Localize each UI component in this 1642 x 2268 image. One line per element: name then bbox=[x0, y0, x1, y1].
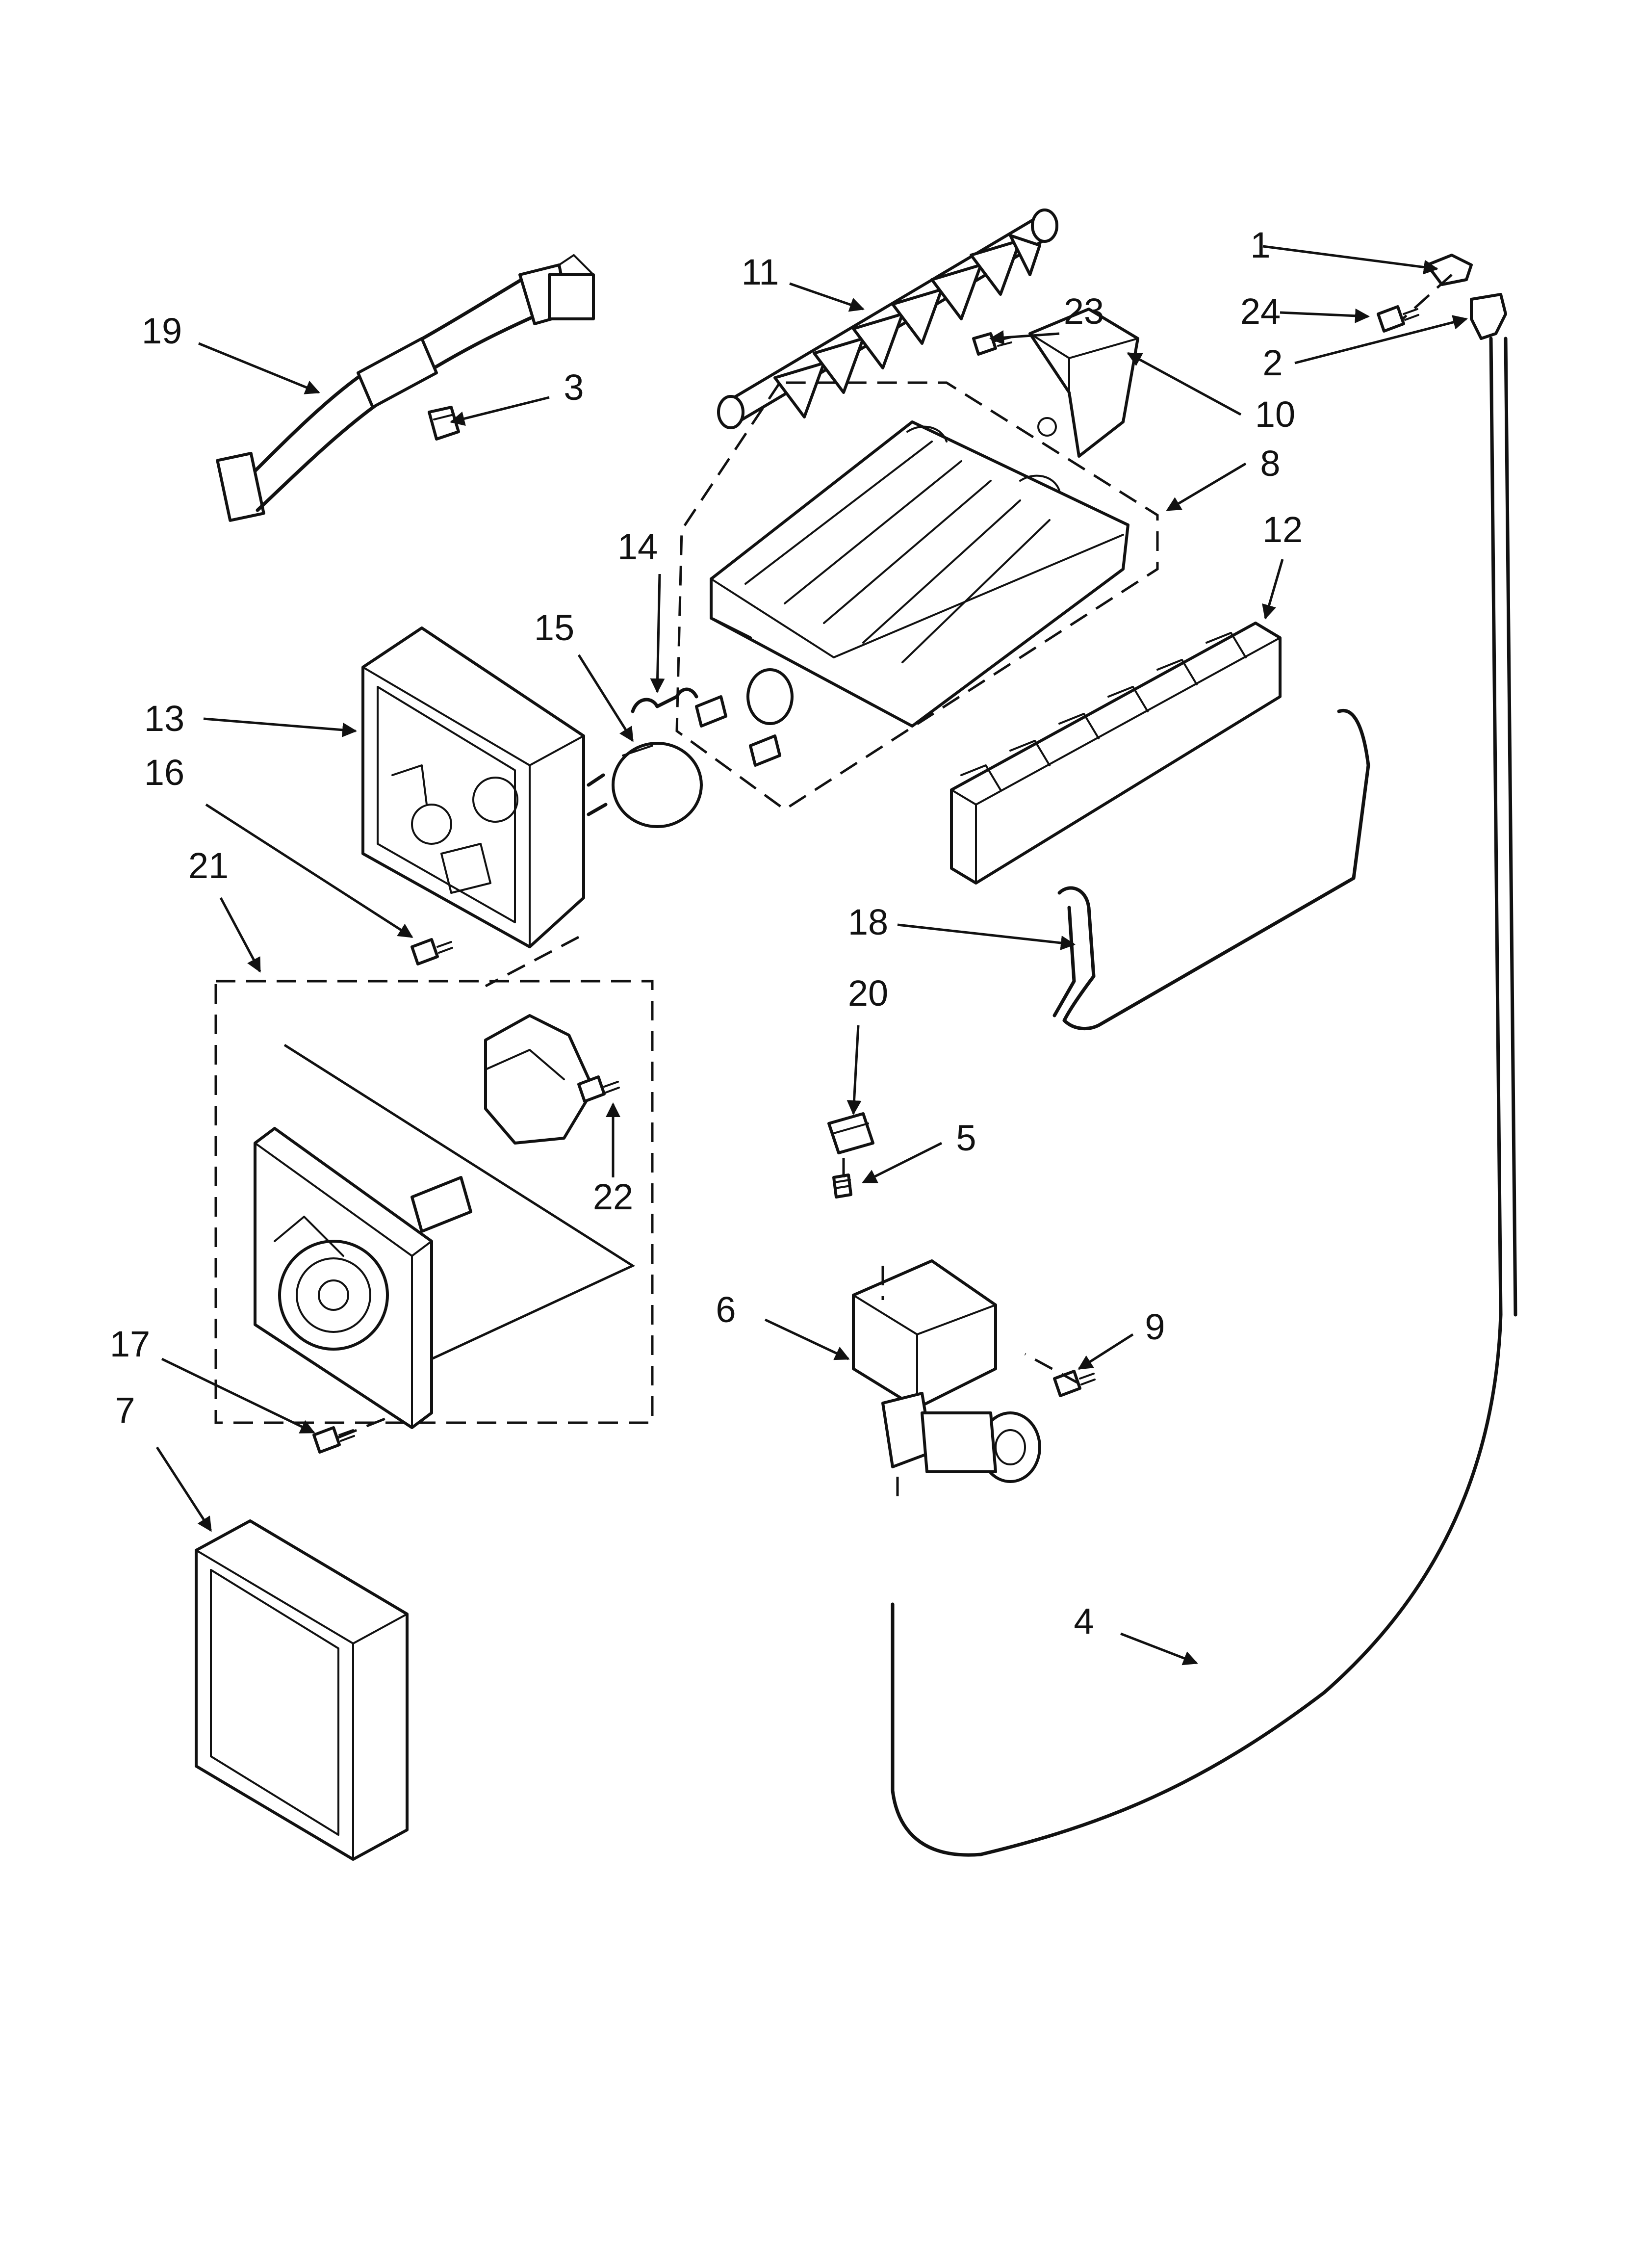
callout-16: 16 bbox=[144, 752, 184, 793]
callout-18: 18 bbox=[848, 902, 888, 942]
clamp-part bbox=[827, 1112, 874, 1154]
callout-6: 6 bbox=[716, 1289, 736, 1330]
harness-clip-part bbox=[428, 406, 460, 441]
callout-19: 19 bbox=[142, 311, 182, 351]
shutoff-arm-part bbox=[1052, 709, 1370, 1031]
valve-bracket-screw-part bbox=[1053, 1370, 1096, 1397]
callout-13: 13 bbox=[144, 698, 184, 739]
callout-21: 21 bbox=[188, 845, 229, 886]
callout-3: 3 bbox=[564, 367, 584, 408]
housing-screw-part bbox=[410, 938, 453, 965]
callout-leaders bbox=[155, 245, 1468, 1666]
callout-10: 10 bbox=[1255, 394, 1295, 435]
thermostat-part bbox=[587, 742, 703, 828]
callout-7: 7 bbox=[115, 1390, 135, 1431]
module-motor-assembly-part bbox=[214, 980, 654, 1429]
module-housing-part bbox=[361, 626, 585, 948]
callout-4: 4 bbox=[1074, 1601, 1094, 1642]
callout-20: 20 bbox=[848, 973, 888, 1014]
valve-screw-part bbox=[832, 1173, 852, 1199]
tube-screw-part bbox=[1377, 305, 1419, 333]
fill-tube-part bbox=[891, 337, 1517, 1857]
ejector-arm-part bbox=[717, 209, 1058, 429]
callout-22: 22 bbox=[593, 1176, 633, 1217]
callout-labels: 1 24 2 3 4 5 6 7 8 9 10 11 12 13 14 15 1… bbox=[110, 225, 1303, 1642]
callout-15: 15 bbox=[534, 607, 574, 648]
water-valve-part bbox=[852, 1259, 1041, 1501]
callout-12: 12 bbox=[1262, 509, 1303, 550]
fill-cup-part bbox=[1028, 308, 1139, 458]
assembly-screw-part bbox=[312, 1426, 355, 1454]
callout-8: 8 bbox=[1260, 443, 1280, 484]
ice-mold-part bbox=[675, 381, 1159, 811]
callout-17: 17 bbox=[110, 1324, 150, 1364]
callout-9: 9 bbox=[1145, 1306, 1165, 1347]
alignment-lines bbox=[338, 274, 1453, 1439]
thermostat-clip-part bbox=[631, 687, 698, 713]
ice-stripper-part bbox=[950, 622, 1282, 885]
callout-1: 1 bbox=[1250, 225, 1270, 265]
callout-14: 14 bbox=[617, 526, 658, 567]
fill-tube-fitting-part bbox=[1470, 293, 1507, 340]
wire-harness-part bbox=[216, 254, 595, 522]
callout-5: 5 bbox=[956, 1118, 976, 1158]
callout-11: 11 bbox=[742, 252, 779, 292]
front-cover-part bbox=[195, 1519, 409, 1861]
callout-23: 23 bbox=[1064, 291, 1104, 332]
callout-2: 2 bbox=[1262, 342, 1283, 383]
tube-clamp-part bbox=[1426, 254, 1473, 286]
callout-24: 24 bbox=[1240, 291, 1281, 332]
